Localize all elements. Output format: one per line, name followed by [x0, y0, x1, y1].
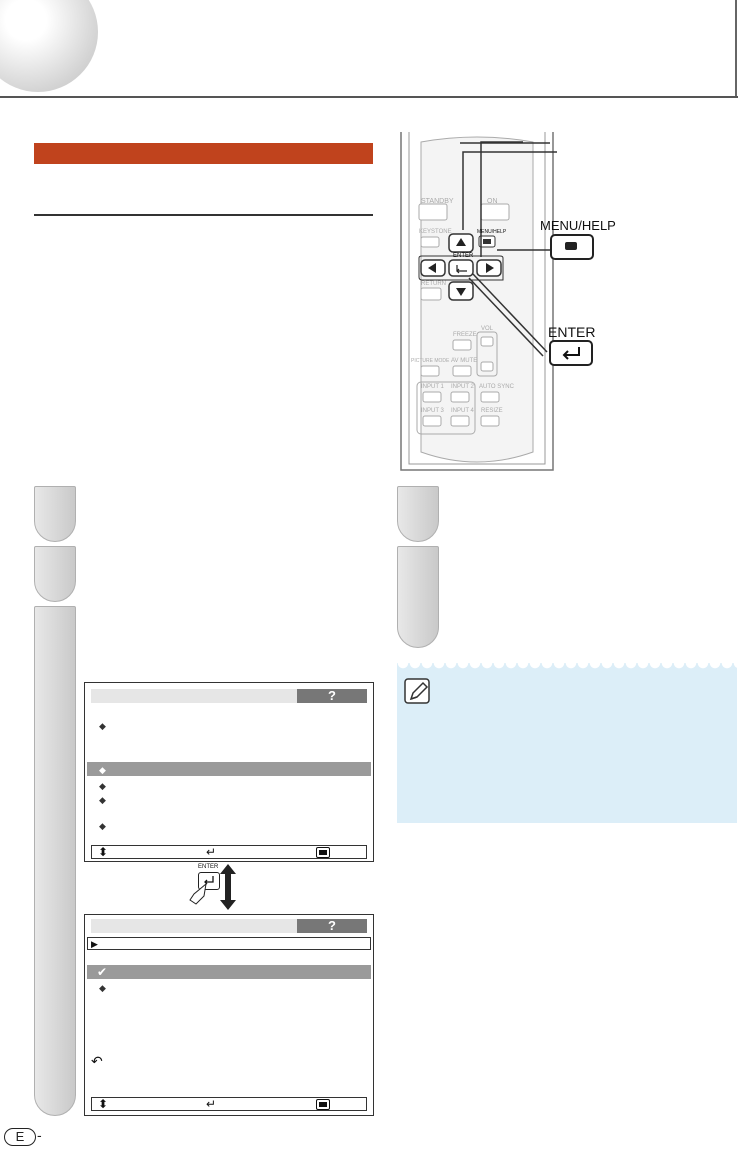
menu-1-updown-icon: ⬍	[98, 845, 109, 859]
menu-1-bullet-2: ◆	[99, 765, 106, 775]
menu-1-bullet-3: ◆	[99, 781, 106, 791]
enter-key-caption: ENTER	[198, 864, 219, 870]
menu-1-bullet-1: ◆	[99, 721, 106, 731]
step-tab-2	[34, 546, 76, 602]
menu-1-help-icon: ?	[297, 689, 367, 703]
menu-screen-2: ? ▶ ✔ ◆ ↶ ⬍ ↵	[84, 914, 374, 1116]
header-right-line	[735, 0, 737, 96]
section-heading-bar	[34, 143, 373, 164]
menu-screen-1: ? ◆ ◆ ◆ ◆ ◆ ⬍ ↵	[84, 682, 374, 862]
remote-auto-sync-label: AUTO SYNC	[479, 384, 514, 390]
remote-keystone-label: KEYSTONE	[419, 229, 452, 235]
step-tab-3	[34, 606, 76, 1116]
remote-enter-label: ENTER	[453, 253, 474, 259]
step-tab-1	[34, 486, 76, 542]
remote-return-label: RETURN	[421, 281, 446, 287]
double-arrow-icon	[220, 864, 236, 910]
remote-standby-label: STANDBY	[421, 198, 454, 205]
menu-help-callout-label: MENU/HELP	[540, 218, 616, 233]
remote-on-label: ON	[487, 198, 498, 205]
remote-av-mute-label: AV MUTE	[451, 358, 478, 364]
enter-callout-label: ENTER	[548, 324, 596, 340]
step-tab-5	[397, 546, 439, 648]
remote-resize-label: RESIZE	[481, 408, 503, 414]
remote-control-illustration: STANDBY ON KEYSTONE MENU/HELP ENTER RETU…	[397, 132, 557, 472]
menu-2-highlight-row	[87, 965, 371, 979]
section-separator	[34, 214, 373, 216]
menu-2-menu-icon	[316, 1099, 330, 1110]
menu-1-bullet-5: ◆	[99, 821, 106, 831]
menu-2-enter-icon: ↵	[206, 1097, 217, 1111]
pointing-hand-icon	[189, 882, 207, 905]
remote-menu-help-label: MENU/HELP	[477, 229, 507, 235]
step-tab-4	[397, 486, 439, 542]
menu-2-bullet-1: ◆	[99, 983, 106, 993]
note-pencil-icon	[404, 678, 430, 704]
menu-2-pointer-icon: ▶	[91, 939, 98, 949]
language-mark-badge: E	[4, 1128, 36, 1146]
menu-2-selected-row: ▶	[87, 937, 371, 950]
remote-input2-label: INPUT 2	[451, 384, 474, 390]
remote-vol-label: VOL	[481, 326, 494, 332]
page-dash: -	[37, 1127, 42, 1143]
header-decoration-circle	[0, 0, 98, 92]
enter-toggle-illustration: ENTER	[186, 864, 246, 910]
menu-help-button-icon	[550, 234, 594, 260]
remote-picture-mode-label: PICTURE MODE	[411, 358, 450, 364]
note-scallop-edge	[397, 663, 737, 673]
menu-2-return-icon: ↶	[91, 1053, 103, 1069]
menu-2-updown-icon: ⬍	[98, 1097, 109, 1111]
menu-1-menu-icon	[316, 847, 330, 858]
note-box	[397, 663, 737, 823]
header-rule	[0, 96, 738, 98]
remote-input4-label: INPUT 4	[451, 408, 474, 414]
menu-1-footer: ⬍ ↵	[91, 845, 367, 859]
callout-lines	[460, 142, 550, 251]
enter-button-icon	[549, 340, 593, 366]
remote-input1-label: INPUT 1	[421, 384, 444, 390]
remote-freeze-label: FREEZE	[453, 332, 477, 338]
menu-1-bullet-4: ◆	[99, 795, 106, 805]
menu-1-enter-icon: ↵	[206, 845, 217, 859]
remote-input3-label: INPUT 3	[421, 408, 444, 414]
menu-1-highlight-row	[87, 762, 371, 776]
menu-2-help-icon: ?	[297, 919, 367, 933]
remote-control-svg	[400, 132, 557, 471]
menu-2-footer: ⬍ ↵	[91, 1097, 367, 1111]
menu-2-check-icon: ✔	[97, 965, 108, 979]
